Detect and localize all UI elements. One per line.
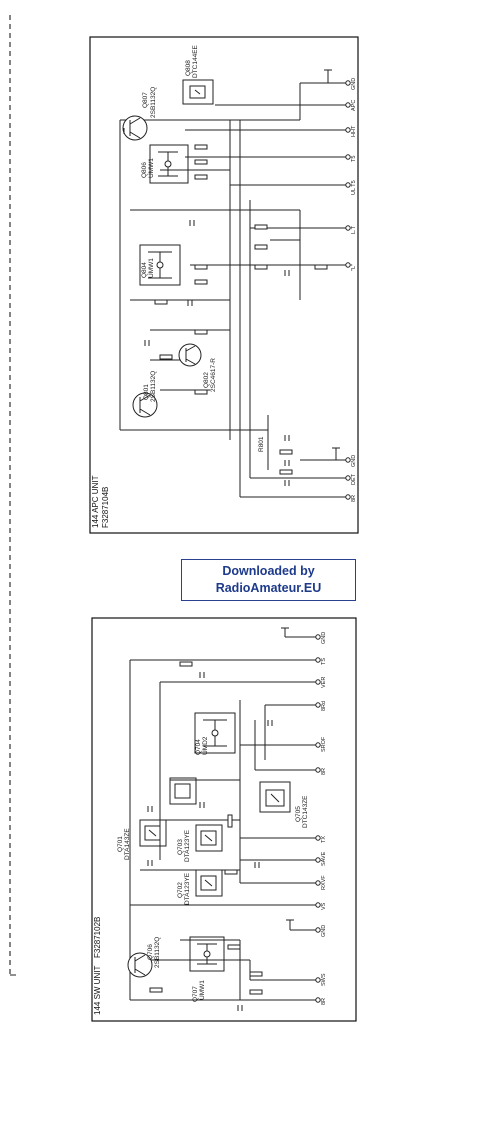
q704-ic <box>194 712 236 754</box>
apc-term-8r: 8R <box>351 495 357 502</box>
q703-label: Q703 <box>177 839 184 855</box>
apc-term-t5: T5 <box>351 156 357 162</box>
q804-part: UMW1 <box>148 258 155 278</box>
sw-term-8rd: 8Rd <box>321 701 327 711</box>
apc-passives <box>119 128 328 486</box>
q707-ic <box>189 936 225 972</box>
sw-unit-part-number: F3287102B <box>93 917 102 958</box>
q801-transistor <box>132 392 158 418</box>
q802-part: 2SC4617-R <box>210 358 217 392</box>
banner-line-1: Downloaded by <box>222 564 315 578</box>
apc-term-hht: HHT <box>351 125 357 137</box>
apc-term-det: DET <box>351 473 357 485</box>
q705-label: Q705 <box>295 806 302 822</box>
apc-component-labels: Q807 2SB1132Q Q808 DTC144EE Q806 UMW1 Q8… <box>141 44 265 452</box>
sw-term-ts: TS <box>321 658 327 665</box>
q804-label: Q804 <box>141 262 148 278</box>
r801-label: R801 <box>258 436 265 452</box>
sw-term-save: SAVE <box>321 851 327 866</box>
apc-term-apc: APC <box>351 100 357 111</box>
sw-unit-title: 144 SW UNIT <box>93 966 102 1015</box>
apc-terminal-lines <box>185 82 346 498</box>
sw-unit-frame <box>91 617 357 1022</box>
apc-term-gnd2: GND <box>351 455 357 467</box>
sw-terminal-pads <box>315 634 321 1003</box>
sw-term-8r: 8R <box>321 768 327 775</box>
sw-unit: Q704 UMD2 Q705 DTC143ZE Q701 DTA143ZE Q7… <box>91 617 357 1022</box>
q701-label: Q701 <box>117 836 124 852</box>
apc-term-gnd: GND <box>351 78 357 90</box>
q802-label: Q802 <box>203 372 210 388</box>
q801-part: 2SB1132Q <box>150 371 157 402</box>
q801-label: Q801 <box>143 384 150 400</box>
apc-term-ult5: UL T5 <box>351 180 357 195</box>
q705-part: DTC143ZE <box>302 795 309 828</box>
q706-transistor <box>127 952 153 978</box>
apc-unit-frame <box>89 36 359 534</box>
sw-term-tx: TX <box>321 836 327 843</box>
sw-term-rxvf: RXVF <box>321 875 327 890</box>
q806-part: UMW1 <box>148 158 155 178</box>
banner-line-2: RadioAmateur.EU <box>215 581 322 595</box>
q707-label: Q707 <box>192 986 199 1002</box>
sw-term-srof: SROF <box>321 736 327 752</box>
sw-term-gnd2: GND <box>321 925 327 937</box>
sw-term-8r2: 8R <box>321 998 327 1005</box>
apc-ground-symbols <box>324 69 340 460</box>
q807-label: Q807 <box>142 92 149 108</box>
apc-terminal-labels: GND APC HHT T5 UL T5 L.T "L" GND DET 8R <box>351 78 357 502</box>
q704-part: UMD2 <box>202 736 209 755</box>
q808-label: Q808 <box>185 60 192 76</box>
q703-part: DTA123YE <box>184 829 191 862</box>
apc-unit-part-number: F3287104B <box>101 487 110 528</box>
q706-label: Q706 <box>147 944 154 960</box>
q704-label: Q704 <box>195 739 202 755</box>
sw-passives <box>147 661 273 1011</box>
q-aux-ic <box>169 777 197 805</box>
apc-term-l: "L" <box>351 264 357 271</box>
apc-wiring <box>119 83 301 497</box>
apc-unit-title: 144 APC UNIT <box>91 475 100 528</box>
q702-part: DTA123YE <box>184 872 191 905</box>
q804-ic <box>139 244 181 286</box>
sw-component-labels: Q704 UMD2 Q705 DTC143ZE Q701 DTA143ZE Q7… <box>117 736 309 1002</box>
sw-term-gnd: GND <box>321 632 327 644</box>
sw-term-sws: SWS <box>321 973 327 986</box>
q703-ic <box>195 824 223 852</box>
download-banner: Downloaded by RadioAmateur.EU <box>181 559 356 601</box>
apc-term-lt: L.T <box>351 225 357 234</box>
q706-part: 2SB1132Q <box>154 937 161 968</box>
q702-ic <box>195 869 223 897</box>
sw-terminal-labels: GND TS VER 8Rd SROF 8R TX SAVE RXVF VS G… <box>321 632 327 1005</box>
q701-part: DTA143ZE <box>124 828 131 860</box>
apc-terminal-pads <box>345 80 351 500</box>
apc-unit: Q807 2SB1132Q Q808 DTC144EE Q806 UMW1 Q8… <box>89 36 359 534</box>
q707-part: UMW1 <box>199 980 206 1000</box>
sw-ground-symbols <box>281 627 294 930</box>
q806-ic <box>149 144 189 184</box>
sw-term-ver: VER <box>321 677 327 688</box>
q705-ic <box>259 781 291 813</box>
sw-terminal-lines <box>130 636 316 1001</box>
q702-label: Q702 <box>177 882 184 898</box>
q808-ic <box>182 79 214 105</box>
q808-part: DTC144EE <box>192 44 199 78</box>
sw-term-vs: VS <box>321 902 327 910</box>
q806-label: Q806 <box>141 162 148 178</box>
q807-part: 2SB1132Q <box>150 87 157 118</box>
q802-transistor <box>178 343 202 367</box>
q701-ic <box>139 819 167 847</box>
q807-transistor <box>122 115 148 141</box>
